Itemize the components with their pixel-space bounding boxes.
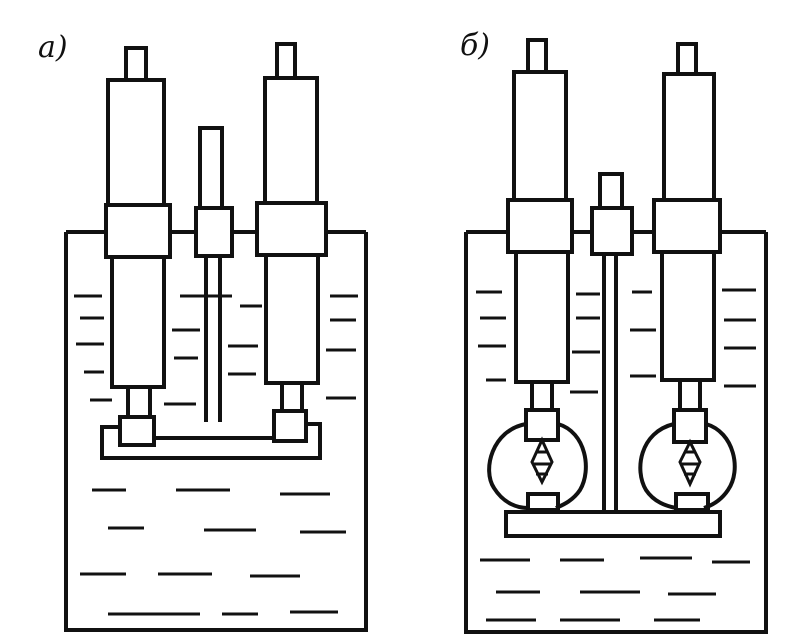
panel-b-label: б) <box>460 28 491 63</box>
electrode-a-left <box>104 46 172 447</box>
liquid-a <box>74 294 358 616</box>
sample-b-left <box>530 436 554 486</box>
panel-a-label: а) <box>38 30 68 65</box>
electrode-b-left <box>506 38 574 442</box>
sample-b-right <box>678 438 702 488</box>
electrode-a-right <box>255 42 328 443</box>
liquid-b <box>476 288 756 622</box>
sphere-b-left <box>487 422 588 512</box>
panel-b <box>464 38 768 634</box>
panel-a <box>64 42 368 632</box>
vessel-a <box>64 232 368 632</box>
vessel-b <box>464 232 768 634</box>
electrode-b-right <box>652 42 722 444</box>
stem-a-middle <box>194 126 234 422</box>
stem-b-middle <box>590 172 634 512</box>
base-plate-b <box>504 510 722 538</box>
crossbar-a <box>100 422 322 460</box>
sphere-b-right <box>638 422 737 512</box>
